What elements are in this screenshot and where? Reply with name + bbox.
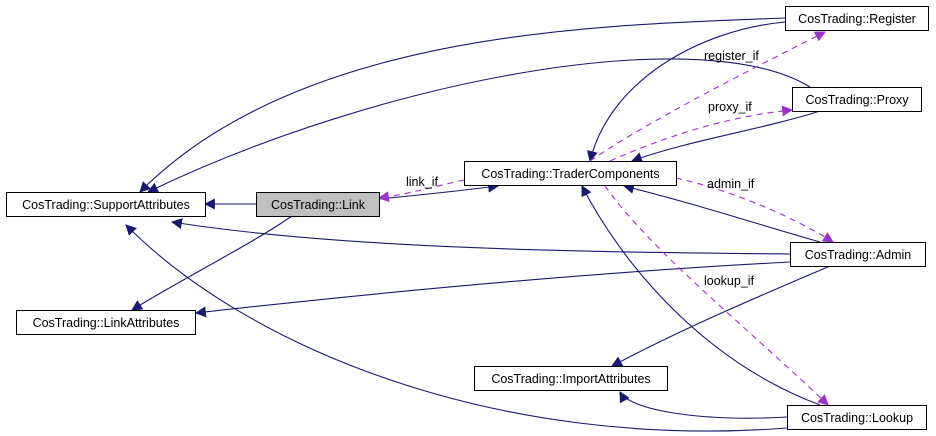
- inheritance-edge-link-to-linkattr: [131, 215, 293, 311]
- edge-label-lookup-if: lookup_if: [704, 274, 755, 288]
- class-node-label: CosTrading::Proxy: [805, 93, 909, 107]
- class-node-label: CosTrading::ImportAttributes: [491, 372, 650, 386]
- inheritance-edge-register-to-support: [139, 17, 786, 193]
- usage-edge-trader-to-lookup: [604, 185, 829, 406]
- class-node-label: CosTrading::LinkAttributes: [33, 316, 180, 330]
- class-node-box: [787, 405, 927, 430]
- inheritance-edge-admin-to-importattr: [611, 265, 831, 367]
- usage-edge-trader-to-proxy: [609, 105, 794, 162]
- usage-edge-trader-to-link: [377, 179, 465, 203]
- inheritance-edge-link-to-trader: [378, 181, 500, 200]
- class-node-lookup[interactable]: CosTrading::Lookup: [787, 405, 927, 430]
- class-node-linkattr[interactable]: CosTrading::LinkAttributes: [16, 310, 196, 335]
- class-node-admin[interactable]: CosTrading::Admin: [790, 242, 926, 267]
- class-node-box: [256, 192, 380, 217]
- class-node-label: CosTrading::Link: [271, 198, 366, 212]
- inheritance-edge-register-to-trader: [587, 21, 786, 163]
- class-node-support[interactable]: CosTrading::SupportAttributes: [6, 192, 206, 217]
- class-node-box: [6, 192, 206, 217]
- inheritance-edge-admin-to-linkattr: [194, 261, 791, 318]
- class-node-box: [16, 310, 196, 335]
- usage-edge-trader-to-admin: [675, 177, 834, 243]
- inheritance-edge-lookup-to-importattr: [619, 391, 788, 419]
- class-node-label: CosTrading::SupportAttributes: [22, 198, 190, 212]
- class-node-label: CosTrading::Lookup: [801, 411, 913, 425]
- inheritance-edge-lookup-to-support: [125, 224, 788, 432]
- usage-edge-trader-to-register: [589, 31, 826, 162]
- inheritance-edge-admin-to-trader: [622, 183, 821, 243]
- inheritance-edge-lookup-to-trader: [581, 185, 821, 406]
- class-node-link[interactable]: CosTrading::Link: [256, 192, 380, 217]
- class-node-box: [785, 6, 929, 31]
- inheritance-edge-proxy-to-trader: [630, 110, 821, 163]
- class-node-box: [474, 366, 668, 391]
- class-node-label: CosTrading::Admin: [805, 248, 912, 262]
- class-node-proxy[interactable]: CosTrading::Proxy: [792, 87, 922, 112]
- inheritance-edge-admin-to-support: [170, 218, 791, 255]
- class-node-box: [464, 161, 677, 186]
- class-node-importattr[interactable]: CosTrading::ImportAttributes: [474, 366, 668, 391]
- class-node-box: [792, 87, 922, 112]
- class-node-label: CosTrading::TraderComponents: [481, 167, 659, 181]
- edge-label-register-if: register_if: [704, 49, 759, 63]
- edge-label-link-if: link_if: [406, 175, 438, 189]
- edge-label-admin-if: admin_if: [707, 177, 755, 191]
- class-node-register[interactable]: CosTrading::Register: [785, 6, 929, 31]
- class-node-label: CosTrading::Register: [798, 12, 916, 26]
- class-node-trader[interactable]: CosTrading::TraderComponents: [464, 161, 677, 186]
- edge-label-proxy-if: proxy_if: [708, 100, 752, 114]
- inheritance-edge-proxy-to-support: [147, 58, 811, 193]
- class-node-box: [790, 242, 926, 267]
